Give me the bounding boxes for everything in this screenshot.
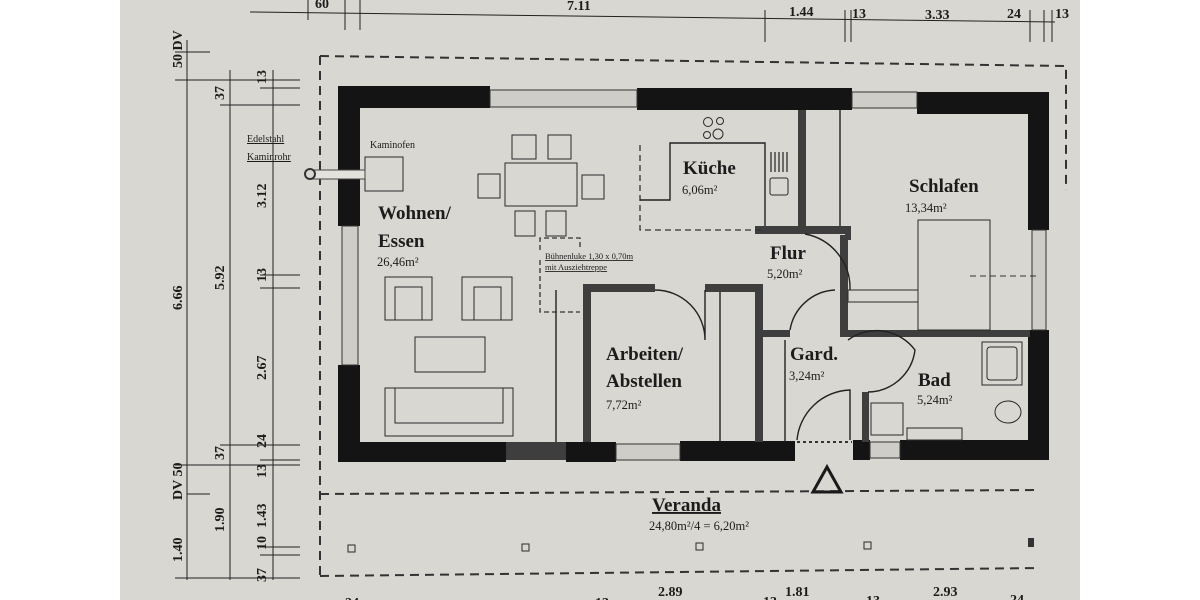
dim-top-333: 3.33 xyxy=(925,8,950,23)
kitchen-fixtures xyxy=(639,117,789,231)
window xyxy=(851,91,918,109)
dimension-labels-left: 50 DV 6.66 DV 50 1.40 37 5.92 37 1.90 13… xyxy=(171,30,270,582)
dim-top-144: 1.44 xyxy=(789,5,814,20)
dim-mid-592: 5.92 xyxy=(213,266,228,291)
living-furniture xyxy=(304,134,605,437)
room-arbeiten-label: Arbeiten/ xyxy=(606,344,684,365)
room-arbeiten-area: 7,72m² xyxy=(606,398,642,412)
dim-in-143: 1.43 xyxy=(255,504,270,529)
buehnenluke-label-2: mit Ausziehtreppe xyxy=(545,262,607,272)
doors xyxy=(654,233,916,441)
chimney-icon xyxy=(304,168,316,180)
room-schlafen-label: Schlafen xyxy=(909,176,979,197)
chimney-pipe xyxy=(312,169,366,180)
dim-mid-190: 1.90 xyxy=(213,508,228,533)
dim-bottom-289: 2.89 xyxy=(658,585,683,600)
dimension-labels-top: 60 7.11 1.44 13 3.33 24 13 xyxy=(315,0,1069,23)
window xyxy=(869,441,901,459)
dim-in-37: 37 xyxy=(255,568,270,582)
dim-mid-37b: 37 xyxy=(213,446,228,460)
post xyxy=(863,541,872,550)
annotations: Kaminofen Edelstahl Kaminrohr Bühnenluke… xyxy=(247,134,633,272)
window xyxy=(1031,229,1047,331)
dim-in-24: 24 xyxy=(255,434,270,448)
room-gard-label: Gard. xyxy=(790,344,838,365)
kaminrohr-label-2: Kaminrohr xyxy=(247,152,292,163)
room-bad-area: 5,24m² xyxy=(917,393,953,407)
coffee-table xyxy=(414,336,486,373)
dim-in-13: 13 xyxy=(255,70,270,84)
interior-walls xyxy=(555,110,1030,442)
room-essen-label: Essen xyxy=(378,231,425,252)
dim-left-666: 6.66 xyxy=(171,286,186,311)
buehnenluke-label-1: Bühnenluke 1,30 x 0,70m xyxy=(545,251,633,261)
dim-top-13b: 13 xyxy=(1055,7,1069,22)
dim-in-312: 3.12 xyxy=(255,184,270,209)
windows xyxy=(341,89,1047,461)
attic-hatch xyxy=(539,237,581,313)
room-wohnen-area: 26,46m² xyxy=(377,255,419,269)
window xyxy=(341,225,359,366)
room-bad-label: Bad xyxy=(918,370,951,391)
roof-outline xyxy=(319,55,1067,190)
veranda-posts xyxy=(347,538,1034,553)
dim-in-267: 2.67 xyxy=(255,356,270,381)
room-flur-area: 5,20m² xyxy=(767,267,803,281)
sink-icon xyxy=(769,177,789,196)
kaminrohr-label-1: Edelstahl xyxy=(247,134,284,145)
room-schlafen-area: 13,34m² xyxy=(905,201,947,215)
dim-top-24: 24 xyxy=(1007,7,1021,22)
room-wohnen-label: Wohnen/ xyxy=(378,203,452,224)
dim-in-13b: 13 xyxy=(255,268,270,282)
dim-top-60: 60 xyxy=(315,0,329,12)
post xyxy=(521,543,530,552)
room-labels: Wohnen/ Essen 26,46m² Küche 6,06m² Schla… xyxy=(377,158,979,533)
window xyxy=(489,89,638,108)
toilet-icon xyxy=(994,400,1022,424)
room-gard-area: 3,24m² xyxy=(789,369,825,383)
veranda-outline-top xyxy=(319,489,1041,495)
kaminofen-label: Kaminofen xyxy=(370,140,415,151)
post xyxy=(695,542,704,551)
dim-bottom-293: 2.93 xyxy=(933,585,958,600)
dim-top-13: 13 xyxy=(852,7,866,22)
dim-top-711: 7.11 xyxy=(567,0,591,14)
entrance-triangle-icon xyxy=(810,463,844,494)
dim-bottom-181: 1.81 xyxy=(785,585,810,600)
bed xyxy=(917,219,991,331)
room-kueche-area: 6,06m² xyxy=(682,183,718,197)
room-flur-label: Flur xyxy=(770,243,806,264)
dim-left-50dv: 50 DV xyxy=(171,30,186,68)
post xyxy=(347,544,356,553)
room-abstellen-label: Abstellen xyxy=(606,371,682,392)
washer xyxy=(870,402,904,436)
outer-walls xyxy=(338,86,1049,462)
stove-icon xyxy=(703,117,724,140)
shower xyxy=(981,341,1023,386)
veranda-outline-bottom xyxy=(319,567,1041,577)
room-veranda-label: Veranda xyxy=(652,495,721,516)
dim-in-10: 10 xyxy=(255,536,270,550)
svg-text:13: 13 xyxy=(866,594,880,600)
sink xyxy=(906,427,963,441)
dim-left-140: 1.40 xyxy=(171,538,186,563)
svg-text:24: 24 xyxy=(1010,593,1024,600)
window xyxy=(615,443,681,461)
dim-left-dv50: DV 50 xyxy=(171,463,186,500)
dimension-lines xyxy=(175,0,1056,580)
room-kueche-label: Küche xyxy=(683,158,736,179)
post xyxy=(1028,538,1034,547)
room-veranda-area: 24,80m²/4 = 6,20m² xyxy=(649,519,749,533)
dim-mid-37: 37 xyxy=(213,86,228,100)
dim-in-13c: 13 xyxy=(255,464,270,478)
svg-text:13: 13 xyxy=(763,595,777,600)
radiator-icon xyxy=(770,152,788,172)
dining-table xyxy=(504,162,578,207)
bedroom-bath-fixtures xyxy=(847,219,1040,441)
svg-text:13: 13 xyxy=(595,596,609,600)
svg-text:24: 24 xyxy=(345,596,359,600)
dimension-labels-bottom: 24 13 2.89 13 1.81 13 2.93 24 xyxy=(345,585,1024,600)
